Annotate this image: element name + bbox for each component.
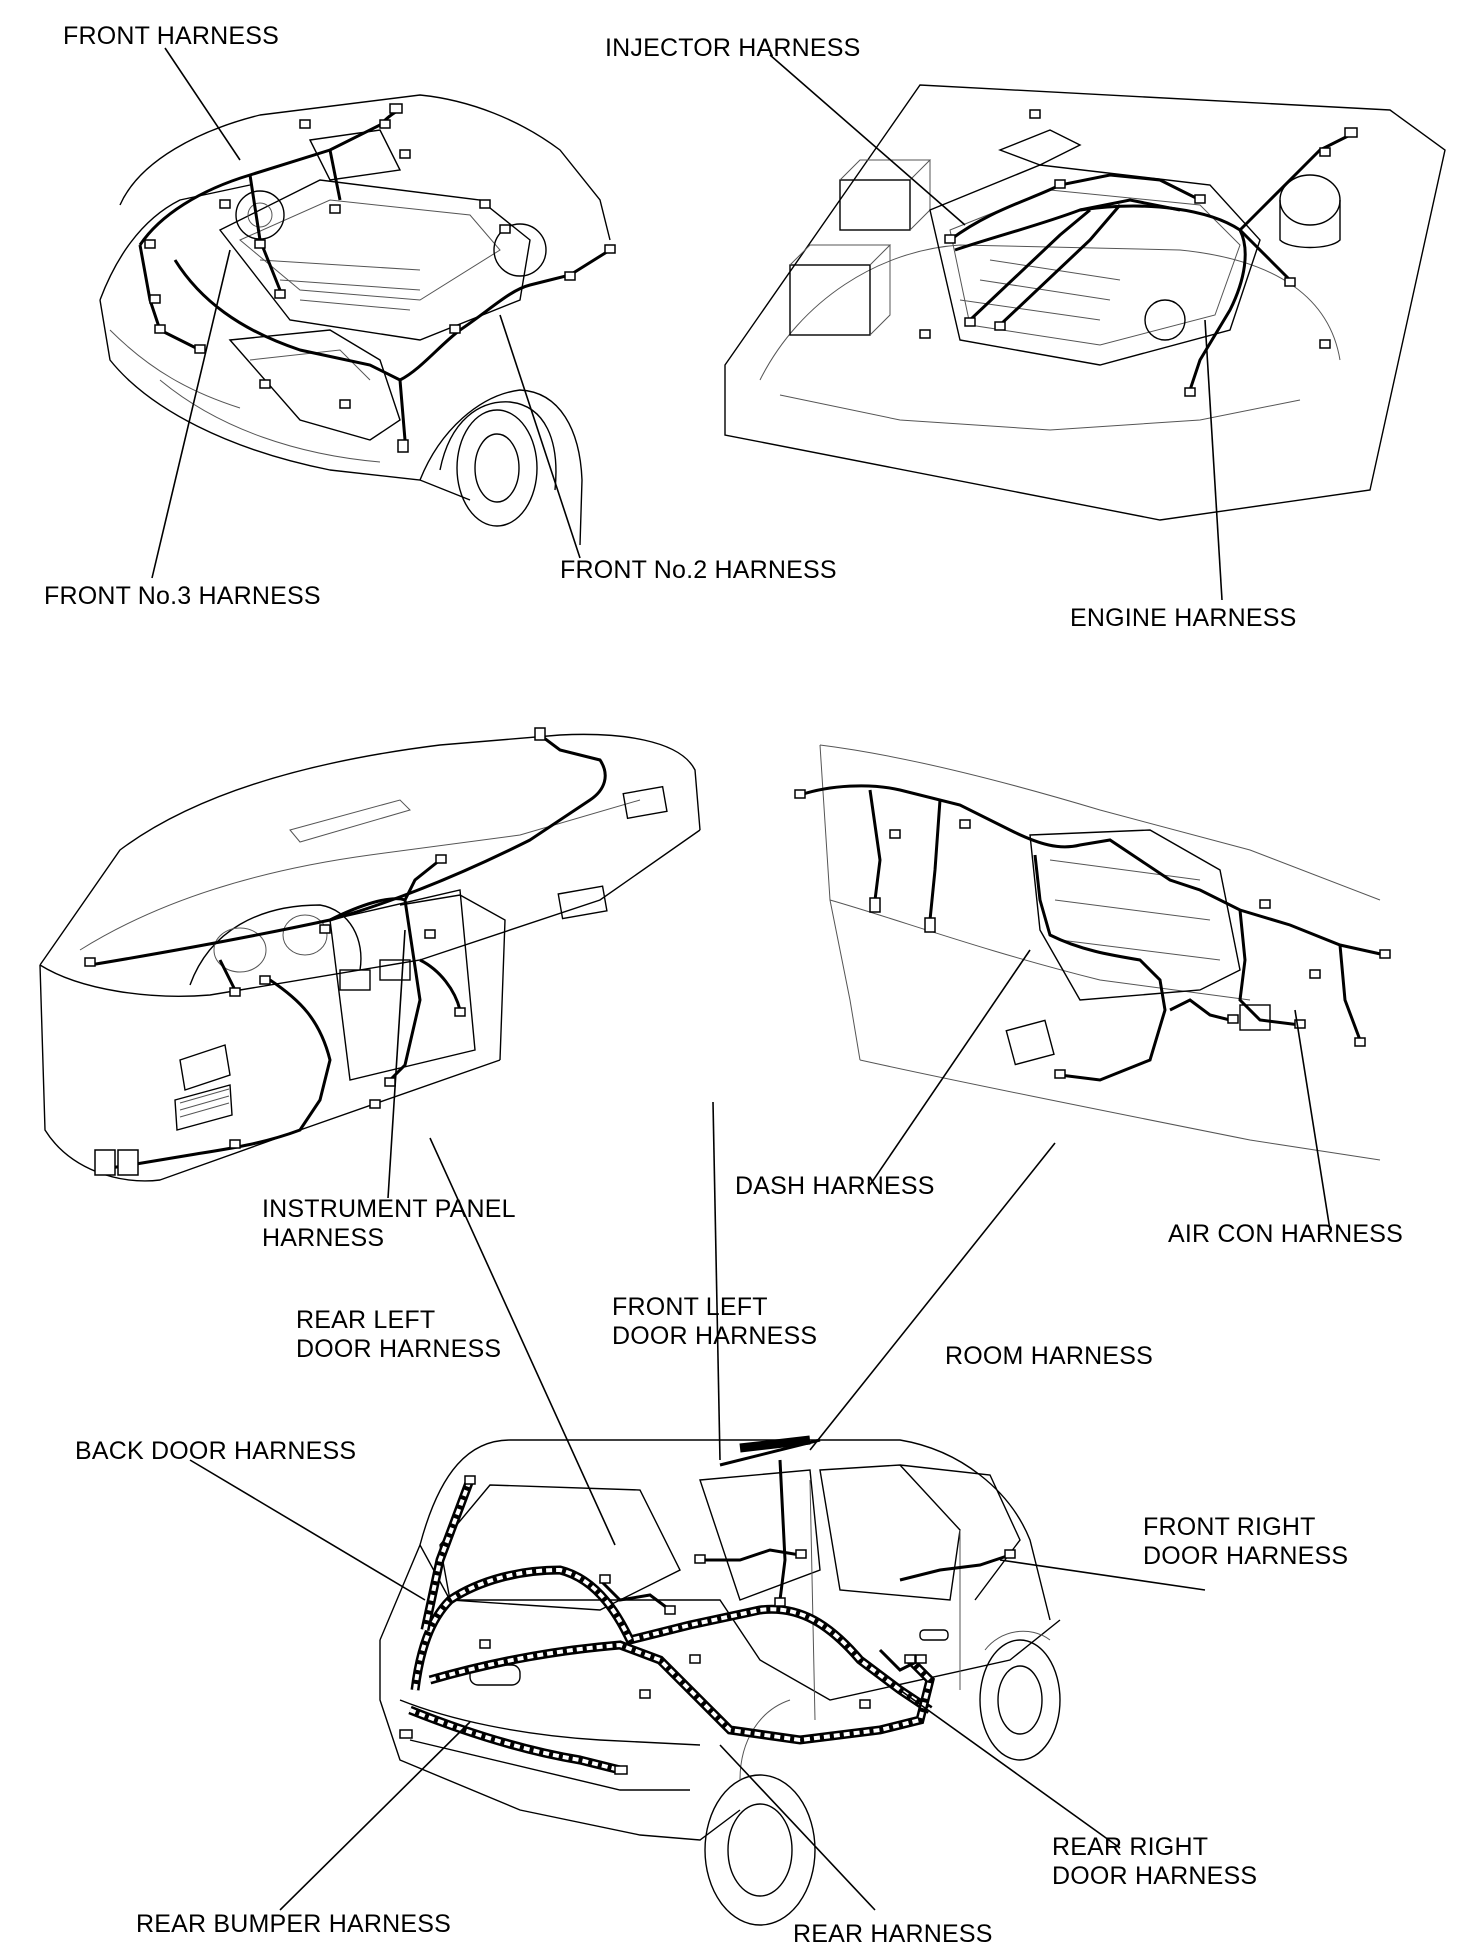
label-front-left-door-harness: FRONT LEFT DOOR HARNESS [612,1293,817,1351]
label-instrument-panel-harness-line1: INSTRUMENT PANEL [262,1195,516,1223]
label-rear-bumper-harness: REAR BUMPER HARNESS [136,1910,451,1938]
label-front-no3-harness: FRONT No.3 HARNESS [44,582,321,610]
label-rear-left-door-harness-line1: REAR LEFT [296,1306,436,1334]
label-front-right-door-harness: FRONT RIGHT DOOR HARNESS [1143,1513,1348,1571]
label-injector-harness: INJECTOR HARNESS [605,34,861,62]
label-rear-harness: REAR HARNESS [793,1920,993,1948]
label-rear-left-door-harness-line2: DOOR HARNESS [296,1335,502,1363]
label-front-left-door-harness-line2: DOOR HARNESS [612,1322,818,1350]
label-rear-right-door-harness: REAR RIGHT DOOR HARNESS [1052,1833,1257,1891]
rear-body-illustration [189,1101,1206,1926]
label-back-door-harness: BACK DOOR HARNESS [75,1437,357,1465]
label-engine-harness: ENGINE HARNESS [1070,604,1297,632]
label-rear-right-door-harness-line2: DOOR HARNESS [1052,1862,1258,1890]
dash-panel-illustration [794,744,1391,1231]
label-front-no2-harness: FRONT No.2 HARNESS [560,556,837,584]
label-front-right-door-harness-line1: FRONT RIGHT [1143,1513,1316,1541]
label-rear-right-door-harness-line1: REAR RIGHT [1052,1833,1209,1861]
label-rear-left-door-harness: REAR LEFT DOOR HARNESS [296,1306,501,1364]
label-instrument-panel-harness-line2: HARNESS [262,1224,385,1252]
label-front-right-door-harness-line2: DOOR HARNESS [1143,1542,1349,1570]
label-instrument-panel-harness: INSTRUMENT PANEL HARNESS [262,1195,516,1253]
engine-compartment-illustration [724,54,1446,601]
front-engine-bay-illustration [99,47,616,579]
label-front-left-door-harness-line1: FRONT LEFT [612,1293,768,1321]
label-dash-harness: DASH HARNESS [735,1172,935,1200]
instrument-panel-illustration [39,727,701,1199]
label-air-con-harness: AIR CON HARNESS [1168,1220,1403,1248]
label-front-harness: FRONT HARNESS [63,22,280,50]
label-room-harness: ROOM HARNESS [945,1342,1153,1370]
